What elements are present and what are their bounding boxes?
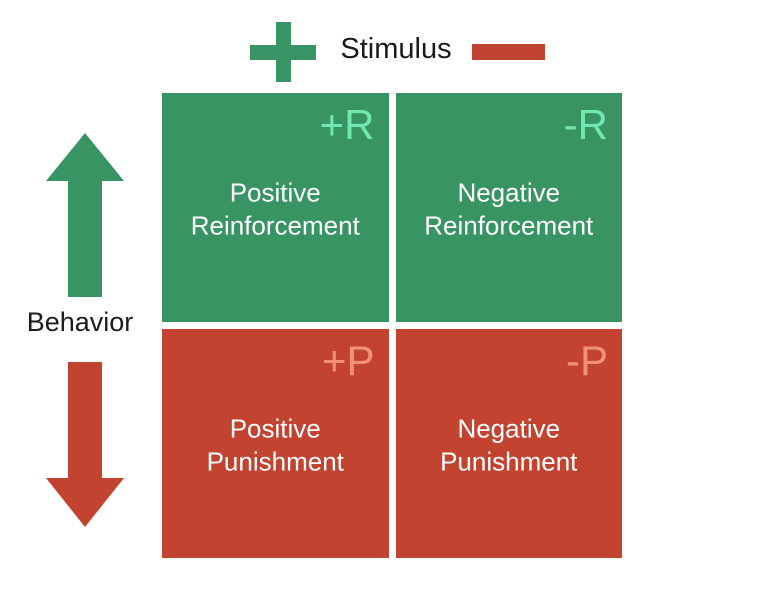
quadrant-title-line-1: Negative — [457, 412, 561, 443]
quadrant-negative-punishment[interactable]: -P Negative Punishment — [395, 329, 622, 558]
quadrant-code-label: -R — [563, 101, 608, 148]
quadrant-title: Positive Punishment — [166, 412, 385, 478]
quadrant-title: Negative Reinforcement — [400, 176, 619, 242]
quadrant-code-label: -P — [566, 337, 608, 384]
quadrant-title-line-1: Positive — [229, 176, 321, 207]
minus-icon — [472, 44, 545, 60]
arrow-down-icon — [46, 362, 124, 527]
quadrant-title-line-2: Punishment — [440, 445, 578, 476]
plus-icon-vertical-bar — [276, 22, 291, 82]
stimulus-axis-label: Stimulus — [340, 33, 452, 65]
quadrant-positive-punishment[interactable]: +P Positive Punishment — [162, 329, 389, 558]
quadrant-title: Positive Reinforcement — [166, 176, 385, 242]
behavior-axis-label: Behavior — [26, 307, 134, 337]
quadrant-code-label: +R — [319, 101, 375, 148]
quadrant-negative-reinforcement[interactable]: -R Negative Reinforcement — [395, 93, 622, 322]
quadrant-title: Negative Punishment — [400, 412, 619, 478]
behavior-axis: Behavior — [0, 93, 162, 558]
quadrant-title-line-1: Positive — [229, 412, 321, 443]
quadrant-code-label: +P — [321, 337, 375, 384]
quadrant-positive-reinforcement[interactable]: +R Positive Reinforcement — [162, 93, 389, 322]
stimulus-axis-header: Stimulus — [0, 0, 768, 93]
quadrant-title-line-2: Reinforcement — [424, 209, 594, 240]
quadrant-matrix: +R Positive Reinforcement -R Negative Re… — [162, 93, 622, 558]
quadrant-title-line-2: Punishment — [206, 445, 344, 476]
quadrant-title-line-2: Reinforcement — [190, 209, 360, 240]
quadrant-title-line-1: Negative — [457, 176, 561, 207]
plus-icon — [250, 22, 316, 82]
arrow-up-icon — [46, 133, 124, 297]
